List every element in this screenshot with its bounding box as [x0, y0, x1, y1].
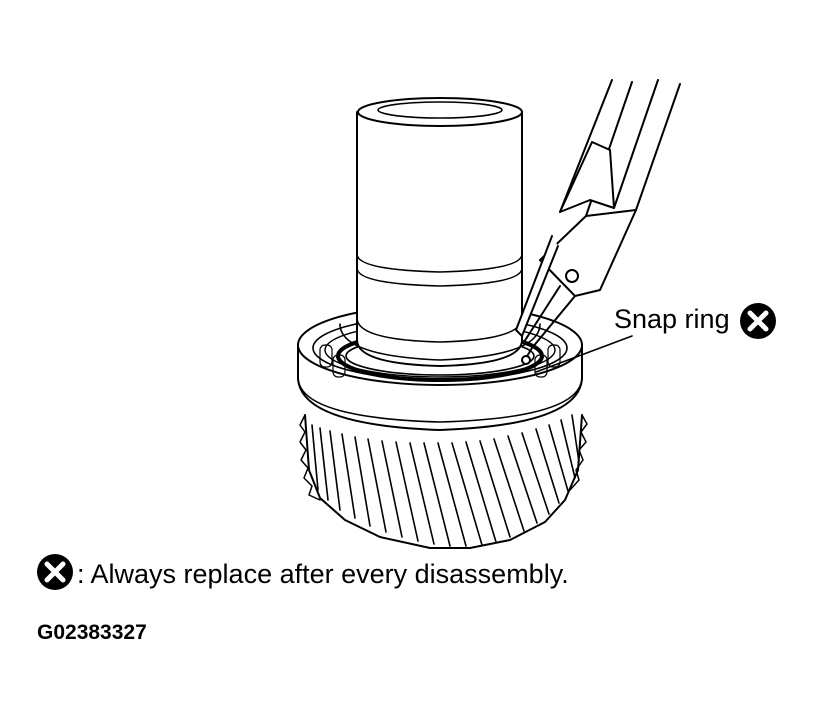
snap-ring-leader-line	[535, 335, 633, 373]
snap-ring-label: Snap ring	[614, 304, 730, 334]
helical-gear	[299, 414, 588, 549]
snap-ring-pliers	[515, 79, 681, 365]
figure-id: G02383327	[37, 621, 147, 644]
legend-text: : Always replace after every disassembly…	[77, 559, 569, 589]
replace-x-icon	[740, 303, 776, 344]
replace-x-icon	[37, 553, 73, 595]
legend: : Always replace after every disassembly…	[37, 553, 569, 595]
shaft	[339, 97, 541, 367]
